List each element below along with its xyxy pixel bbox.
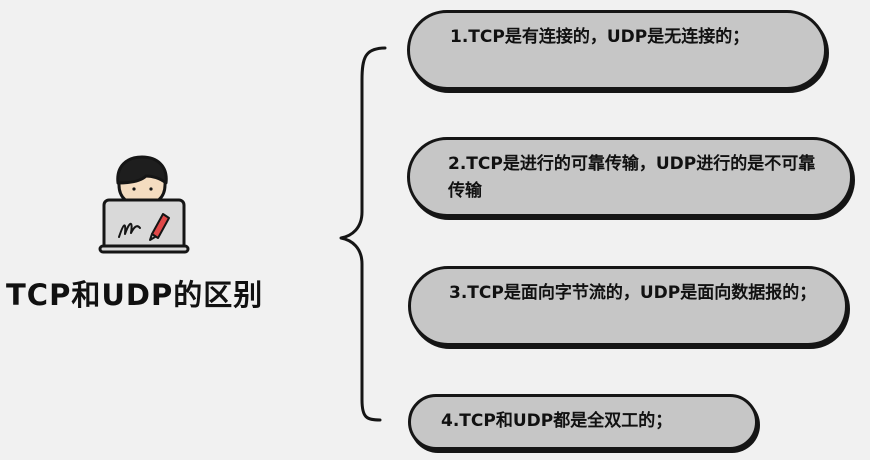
difference-item-2: 2.TCP是进行的可靠传输，UDP进行的是不可靠传输 (407, 137, 853, 217)
difference-item-text: 2.TCP是进行的可靠传输，UDP进行的是不可靠传输 (448, 154, 816, 201)
person-at-laptop-icon (98, 155, 190, 254)
difference-item-1: 1.TCP是有连接的，UDP是无连接的； (407, 10, 827, 90)
curly-brace (339, 46, 387, 422)
difference-item-text: 1.TCP是有连接的，UDP是无连接的； (450, 27, 750, 47)
difference-item-4: 4.TCP和UDP都是全双工的； (408, 394, 758, 450)
difference-item-text: 4.TCP和UDP都是全双工的； (441, 411, 673, 431)
difference-item-3: 3.TCP是面向字节流的，UDP是面向数据报的； (408, 266, 848, 346)
difference-item-text: 3.TCP是面向字节流的，UDP是面向数据报的； (449, 283, 817, 303)
page-title: TCP和UDP的区别 (6, 278, 264, 312)
